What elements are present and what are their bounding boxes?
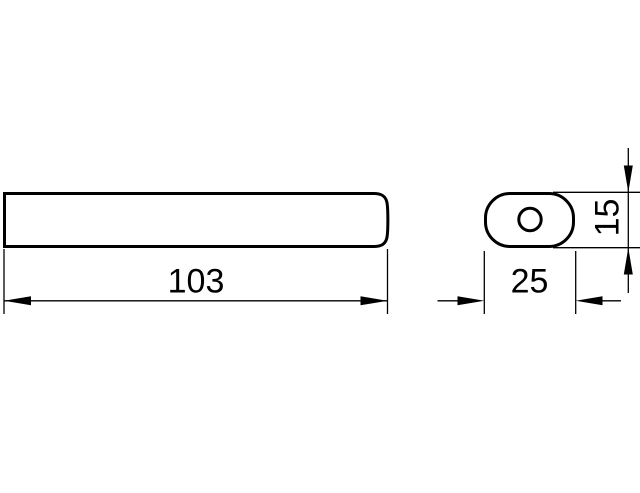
arrowhead-length-right [360, 296, 388, 306]
dimension-length-text: 103 [168, 263, 225, 301]
arrowhead-height-bottom [623, 247, 633, 275]
height-dimension: 15 [553, 148, 640, 293]
dimension-width-text: 25 [511, 263, 549, 301]
dimension-height-text: 15 [589, 199, 627, 237]
bar-outline [3, 192, 390, 248]
arrowhead-width-right [575, 296, 603, 306]
width-dimension: 25 [437, 251, 621, 314]
arrowhead-length-left [4, 296, 31, 306]
arrowhead-width-left [457, 296, 485, 306]
hole-circle [517, 206, 543, 233]
arrowhead-height-top [623, 165, 633, 193]
end-view-profile [484, 192, 575, 248]
front-view-bar [3, 192, 390, 248]
length-dimension: 103 [3, 249, 389, 314]
